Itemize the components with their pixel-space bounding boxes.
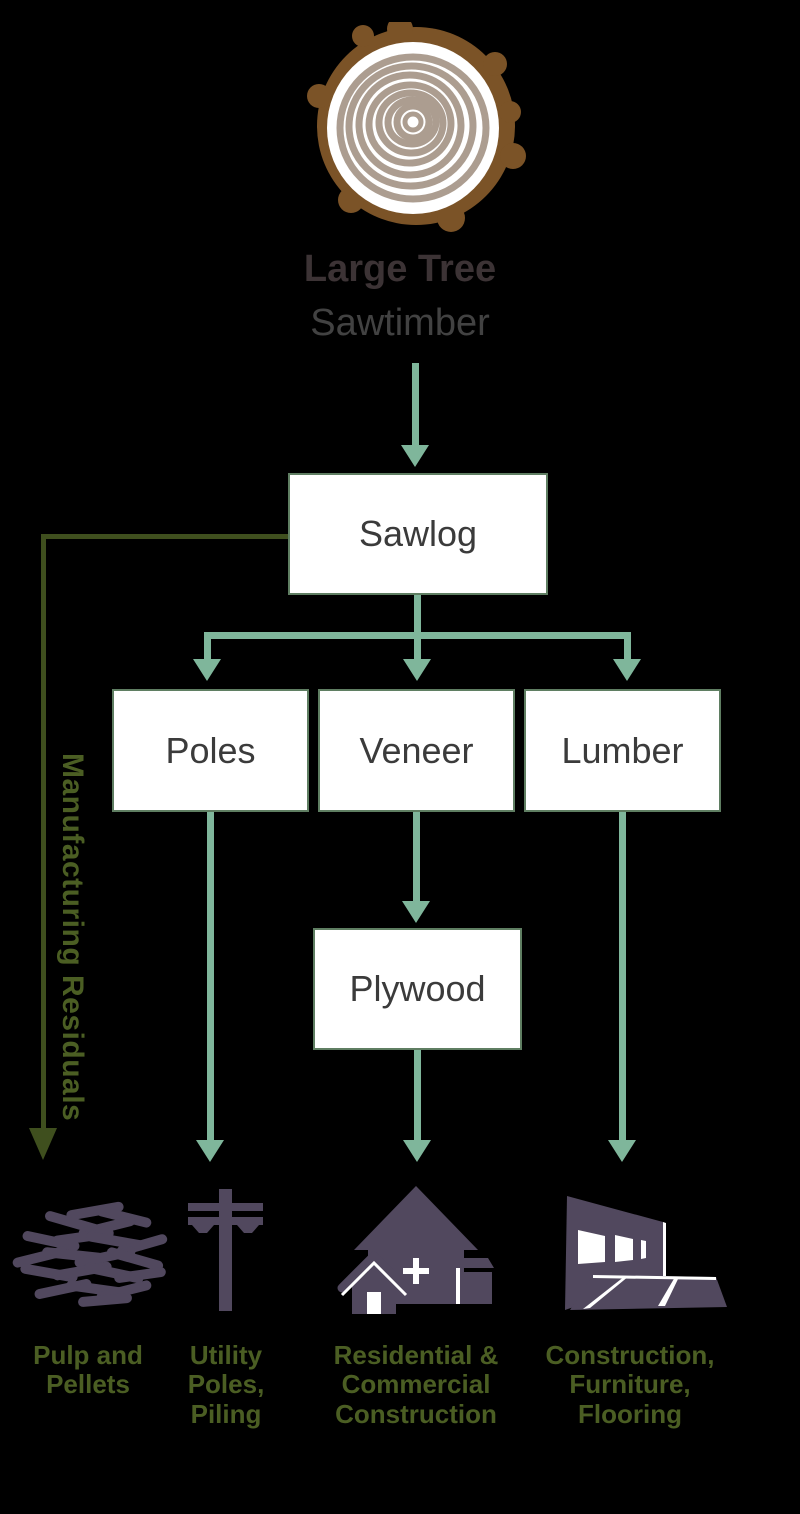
source-title: Large Tree [303, 248, 497, 290]
utility-pole-icon [188, 1189, 263, 1311]
sawlog-box: Sawlog [288, 473, 548, 595]
output-label-utility-poles-piling: Utility Poles, Piling [187, 1340, 265, 1429]
wood-chips-icon [12, 1201, 168, 1307]
plywood-label: Plywood [349, 968, 486, 1009]
tree-rings-icon [307, 22, 526, 232]
lumber-label: Lumber [561, 729, 684, 771]
output-label-pulp-and-pellets: Pulp and Pellets [33, 1340, 143, 1400]
output-label-construction-furniture: Construction, Furniture, Flooring [545, 1340, 715, 1429]
houses-icon [337, 1186, 494, 1314]
veneer-box: Veneer [318, 689, 515, 812]
building-flooring-icon [565, 1196, 727, 1310]
source-subtitle: Sawtimber [310, 302, 490, 344]
plywood-box: Plywood [313, 928, 522, 1050]
veneer-label: Veneer [359, 729, 474, 771]
sawlog-label: Sawlog [358, 513, 478, 554]
lumber-box: Lumber [524, 689, 721, 812]
output-label-residential-commercial: Residential & Commercial Construction [333, 1340, 499, 1429]
residuals-label: Manufacturing Residuals [56, 753, 89, 1122]
poles-label: Poles [165, 729, 256, 771]
poles-box: Poles [112, 689, 309, 812]
